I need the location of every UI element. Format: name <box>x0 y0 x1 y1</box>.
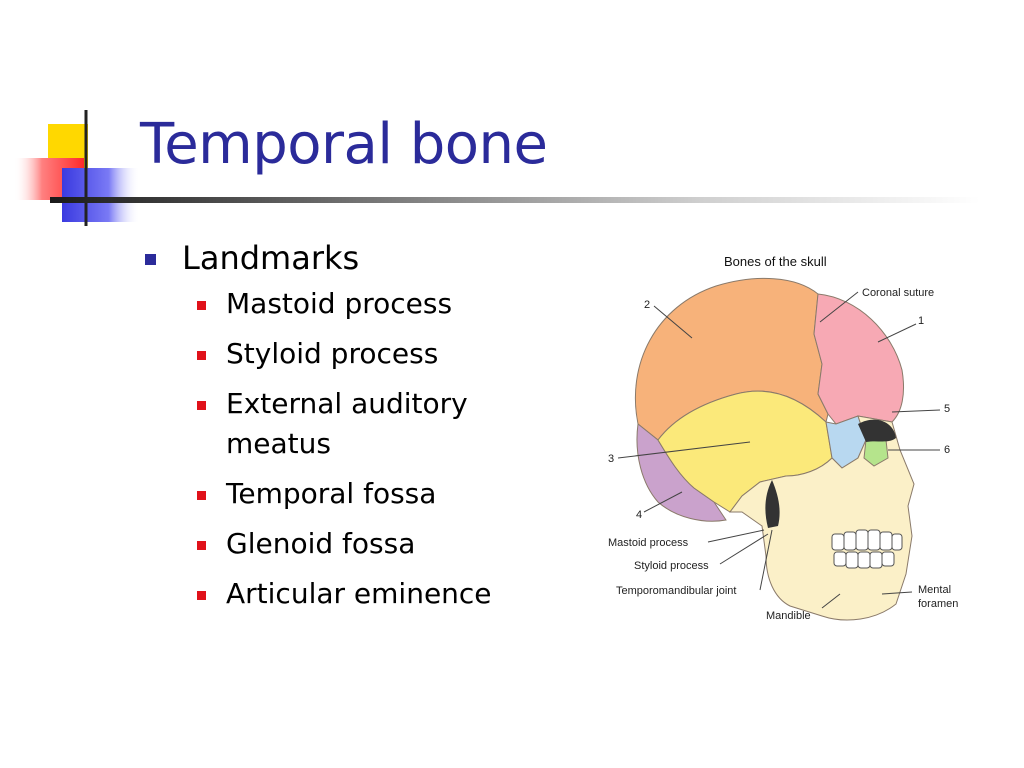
corner-decoration-graphic <box>14 110 140 226</box>
blue-bullet-icon <box>145 254 156 265</box>
red-bullet-icon <box>197 301 206 310</box>
red-bullet-icon <box>197 591 206 600</box>
red-bullet-icon <box>197 351 206 360</box>
facial-bones <box>729 415 915 621</box>
sub-item: Glenoid fossa <box>182 524 546 564</box>
red-bullet-icon <box>197 541 206 550</box>
sub-item-text: Mastoid process <box>226 287 453 320</box>
leader-lines <box>617 291 941 609</box>
sub-item-text: Articular eminence <box>226 577 492 610</box>
blue-square <box>62 168 140 222</box>
label-2: 2 <box>644 299 650 311</box>
ear-canal-shadow <box>765 480 780 528</box>
eye-socket <box>858 419 896 442</box>
sub-item: External auditory meatus <box>182 384 496 464</box>
label-styloid-process: Styloid process <box>634 560 709 572</box>
sub-item-text: Glenoid fossa <box>226 527 416 560</box>
sub-bullet-list: Mastoid process Styloid process External… <box>182 284 580 614</box>
sub-item: Articular eminence <box>182 574 546 614</box>
label-1: 1 <box>918 315 924 327</box>
skull-diagram: Bones of the skull Coronal suture 1 2 3 … <box>608 254 958 622</box>
figure-title: Bones of the skull <box>724 254 827 269</box>
bullet-landmarks: Landmarks Mastoid process Styloid proces… <box>140 236 580 614</box>
sub-item: Styloid process <box>182 334 546 374</box>
label-mastoid-process: Mastoid process <box>608 537 689 549</box>
label-mandible: Mandible <box>766 610 811 622</box>
bullet-list: Landmarks Mastoid process Styloid proces… <box>140 236 580 624</box>
label-3: 3 <box>608 453 614 465</box>
label-foramen: foramen <box>918 598 958 610</box>
label-6: 6 <box>944 444 950 456</box>
corner-decoration <box>0 0 150 240</box>
sub-item-text: Temporal fossa <box>226 477 437 510</box>
label-4: 4 <box>636 509 642 521</box>
frontal-bone <box>813 293 905 425</box>
label-5: 5 <box>944 403 950 415</box>
title-rule <box>50 197 980 203</box>
red-bullet-icon <box>197 401 206 410</box>
sub-item: Mastoid process <box>182 284 546 324</box>
sub-item-text: Styloid process <box>226 337 439 370</box>
bullet-text: Landmarks <box>182 239 360 277</box>
sub-item-text: External auditory meatus <box>226 387 468 460</box>
label-mental: Mental <box>918 584 951 596</box>
red-bullet-icon <box>197 491 206 500</box>
slide-title: Temporal bone <box>140 112 548 177</box>
sub-item: Temporal fossa <box>182 474 546 514</box>
label-tmj: Temporomandibular joint <box>616 585 736 597</box>
skull-figure: Bones of the skull Coronal suture 1 2 3 … <box>596 244 986 636</box>
teeth <box>831 529 903 569</box>
label-coronal-suture: Coronal suture <box>862 287 934 299</box>
